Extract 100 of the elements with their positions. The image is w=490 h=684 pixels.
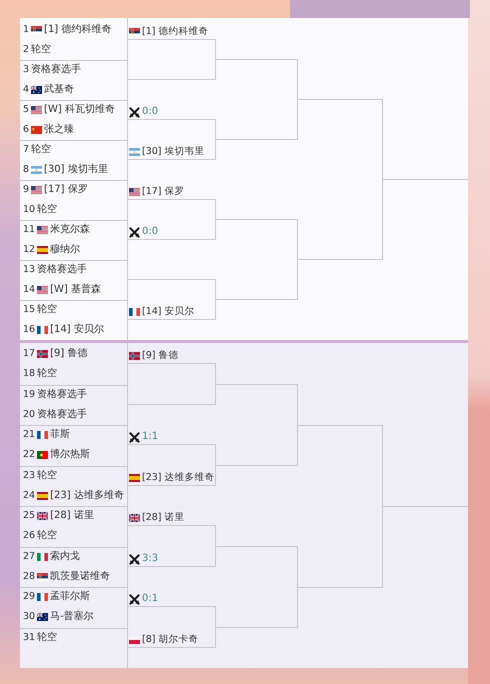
bracket-line xyxy=(382,506,383,588)
player-name: [17] 保罗 xyxy=(142,186,185,198)
bracket-line xyxy=(215,139,216,160)
player-name: 菲斯 xyxy=(50,429,70,441)
draw-number: 26 xyxy=(23,530,36,542)
bracket-line xyxy=(297,99,298,140)
match-score: 3:3 xyxy=(142,553,158,565)
player-name: 米克尔森 xyxy=(50,224,90,236)
draw-number: 25 xyxy=(23,510,36,522)
draw-number: 22 xyxy=(23,449,36,462)
player-name: [9] 鲁德 xyxy=(50,348,88,360)
draw-number: 7 xyxy=(23,144,30,156)
bracket-line xyxy=(297,587,298,628)
empty-slot-line xyxy=(128,404,216,405)
empty-slot-line xyxy=(216,139,298,140)
bracket-slot xyxy=(128,633,216,648)
draw-number: 20 xyxy=(23,408,36,421)
draw-number: 10 xyxy=(23,204,36,216)
draw-number: 12 xyxy=(23,244,36,256)
empty-slot-line xyxy=(298,99,383,100)
player-name: 索内戈 xyxy=(50,550,80,562)
draw-number: 14 xyxy=(23,284,36,296)
player-name: 穆纳尔 xyxy=(50,244,80,256)
draw-number: 29 xyxy=(23,591,36,603)
empty-slot-line xyxy=(128,79,216,80)
draw-number: 1 xyxy=(23,24,30,36)
draw-number: 24 xyxy=(23,490,36,502)
draw-number: 18 xyxy=(23,368,36,380)
draw-number: 28 xyxy=(23,570,36,583)
player-name: 资格赛选手 xyxy=(37,388,88,400)
draw-number: 30 xyxy=(23,611,36,624)
bracket-line xyxy=(215,119,216,140)
bracket-slot xyxy=(128,430,216,445)
bracket-line xyxy=(215,299,216,320)
player-name: [23] 达维多维奇 xyxy=(142,472,215,484)
bracket-line xyxy=(382,179,383,260)
player-name: [W] 科瓦切维奇 xyxy=(44,104,115,116)
player-name: [17] 保罗 xyxy=(44,184,88,196)
bracket-slot xyxy=(128,349,216,364)
draw-number: 21 xyxy=(23,429,36,441)
bracket-line xyxy=(215,219,216,240)
player-name: [1] 德约科维奇 xyxy=(142,26,208,38)
bracket-slot xyxy=(128,305,216,320)
player-name: [30] 埃切韦里 xyxy=(142,146,205,158)
match-score: 0:0 xyxy=(142,226,158,238)
bracket-line xyxy=(215,627,216,648)
player-name: 轮空 xyxy=(31,144,52,156)
bracket-line xyxy=(215,363,216,385)
draw-number: 31 xyxy=(23,632,36,644)
empty-slot-line xyxy=(216,627,298,628)
player-name: 博尔热斯 xyxy=(50,449,90,462)
empty-slot-line xyxy=(128,279,216,280)
player-name: 轮空 xyxy=(37,368,58,380)
empty-slot-line xyxy=(216,465,298,466)
bracket-line xyxy=(215,606,216,628)
empty-slot-line xyxy=(216,219,298,220)
bracket-slot xyxy=(128,225,216,240)
bracket-line xyxy=(215,546,216,567)
bracket-slot xyxy=(128,25,216,40)
draw-number: 2 xyxy=(23,44,30,56)
player-name: 轮空 xyxy=(37,304,58,316)
empty-slot-line xyxy=(383,506,468,507)
player-name: [23] 达维多维奇 xyxy=(50,490,124,502)
draw-number: 4 xyxy=(23,84,30,96)
bracket-slot xyxy=(128,511,216,526)
bracket-line xyxy=(382,425,383,507)
bracket-line xyxy=(215,279,216,300)
player-name: 马-普塞尔 xyxy=(50,611,94,624)
bracket-slot xyxy=(128,145,216,160)
bracket-slot xyxy=(128,105,216,120)
empty-slot-line xyxy=(383,179,468,180)
player-name: [9] 鲁德 xyxy=(142,350,178,362)
bracket-line xyxy=(215,59,216,80)
player-name: 轮空 xyxy=(37,470,58,482)
player-name: [1] 德约科维奇 xyxy=(44,24,112,36)
bracket-line xyxy=(297,259,298,300)
bracket-line xyxy=(297,384,298,426)
bracket-line xyxy=(215,39,216,60)
draw-number: 9 xyxy=(23,184,30,196)
player-name: 资格赛选手 xyxy=(37,264,88,276)
draw-number: 23 xyxy=(23,470,36,482)
player-name: 凯茨曼诺维奇 xyxy=(50,570,110,583)
bracket-slot xyxy=(128,471,216,486)
empty-slot-line xyxy=(298,425,383,426)
player-name: 轮空 xyxy=(37,204,58,216)
draw-number: 27 xyxy=(23,550,36,562)
draw-number: 8 xyxy=(23,164,30,176)
bracket-line xyxy=(297,59,298,100)
bracket-line xyxy=(382,99,383,180)
bracket-line xyxy=(297,219,298,260)
player-name: 张之臻 xyxy=(44,124,74,136)
bracket-line xyxy=(297,546,298,588)
match-score: 0:0 xyxy=(142,106,158,118)
empty-slot-line xyxy=(216,384,298,385)
player-name: 孟菲尔斯 xyxy=(50,591,90,603)
empty-slot-line xyxy=(216,546,298,547)
bracket-slot xyxy=(128,592,216,607)
player-name: 资格赛选手 xyxy=(31,64,82,76)
player-name: [W] 基普森 xyxy=(50,284,101,296)
player-name: [14] 安贝尔 xyxy=(142,306,195,318)
